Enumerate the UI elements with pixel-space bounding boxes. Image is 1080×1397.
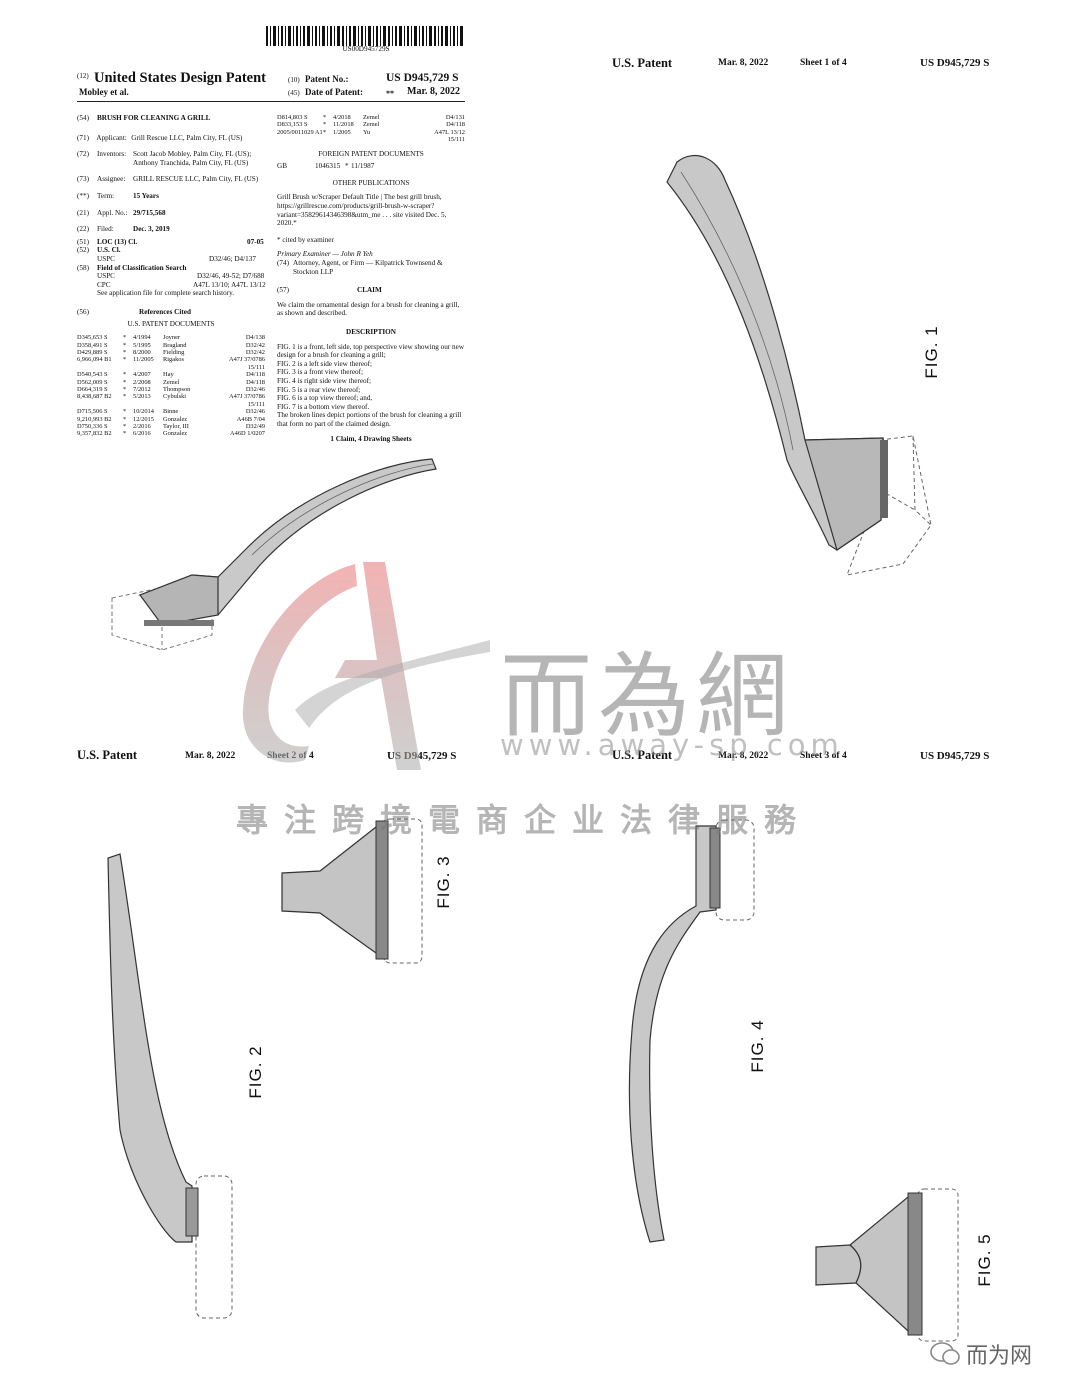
description-line: FIG. 5 is a rear view thereof;: [277, 385, 361, 394]
attorney: (74) Attorney, Agent, or Firm — Kilpatri…: [277, 258, 443, 276]
claim-heading-row: (57) CLAIM: [277, 286, 382, 295]
cited-by-examiner-note: * cited by examiner: [277, 235, 334, 244]
reference-row: 15/111: [447, 136, 465, 144]
date-stars: **: [386, 89, 394, 98]
watermark-name: 而為網: [500, 643, 795, 750]
fig5-label: FIG. 5: [975, 1233, 994, 1287]
front-page-brush-drawing: [111, 458, 437, 651]
barcode-image: [266, 26, 463, 46]
watermark-url: www.away-sp.com: [500, 728, 844, 762]
date-marker: (45): [288, 89, 300, 97]
description-line: FIG. 7 is a bottom view thereof.: [277, 402, 370, 411]
field-search-cpc: CPC A47L 13/10; A47L 13/12: [97, 280, 266, 289]
watermark-slogan: 專注跨境電商企业法律服務: [236, 801, 813, 839]
fig4-brush-drawing: [628, 819, 755, 1243]
sheet1-sheet-number: Sheet 1 of 4: [800, 58, 847, 68]
description-text: FIG. 1 is a front, left side, top perspe…: [277, 343, 465, 429]
kind-code: (12): [77, 72, 89, 80]
fig3-brush-drawing: [281, 818, 423, 964]
sheet3-patent-number: US D945,729 S: [920, 750, 990, 762]
field-filed: (22) Filed: Dec. 3, 2019: [77, 225, 170, 234]
field-us-cl-uspc: USPC D32/46; D4/137: [97, 254, 256, 263]
watermark-badge-text: 而为网: [966, 1344, 1033, 1369]
description-line: FIG. 2 is a left side view thereof;: [277, 359, 373, 368]
fig1-label: FIG. 1: [922, 325, 941, 379]
watermark-badge: 而为网: [930, 1338, 1032, 1370]
references-cited-heading: (56) References Cited: [77, 307, 191, 316]
date-of-patent: Mar. 8, 2022: [407, 86, 460, 97]
description-line: FIG. 1 is a front, left side, top perspe…: [277, 342, 465, 360]
sheet3-header-left: U.S. Patent: [612, 748, 673, 762]
patent-no-marker: (10): [288, 76, 300, 84]
primary-examiner: Primary Examiner — John R Yeh: [277, 250, 373, 259]
description-line: FIG. 6 is a top view thereof; and,: [277, 394, 373, 403]
other-publications-heading: OTHER PUBLICATIONS: [332, 178, 410, 187]
patent-number: US D945,729 S: [386, 72, 459, 84]
fig1-brush-drawing: [666, 154, 932, 576]
fig4-label: FIG. 4: [748, 1019, 767, 1073]
patent-title: United States Design Patent: [94, 70, 266, 86]
sheet2-header-left: U.S. Patent: [77, 748, 138, 762]
bibliographic-fields: (54) BRUSH FOR CLEANING A GRILL (71) App…: [77, 114, 267, 438]
reference-row: 15/111: [247, 400, 265, 408]
sheet3-date: Mar. 8, 2022: [718, 751, 769, 761]
field-title: (54) BRUSH FOR CLEANING A GRILL: [77, 114, 211, 122]
fig2-label: FIG. 2: [246, 1045, 265, 1099]
field-loc: (51) LOC (13) Cl. 07-05: [77, 237, 264, 246]
field-applicant: (71) Applicant: Grill Rescue LLC, Palm C…: [77, 133, 243, 142]
claims-count: 1 Claim, 4 Drawing Sheets: [330, 435, 412, 444]
description-heading: DESCRIPTION: [346, 327, 396, 336]
claim-text: We claim the ornamental design for a bru…: [277, 300, 460, 318]
barcode-number: US00D945729S: [342, 45, 390, 53]
field-inventors: (72) Inventors: Scott Jacob Mobley, Palm…: [77, 150, 252, 167]
description-line: FIG. 4 is right side view thereof;: [277, 376, 372, 385]
field-us-cl: (52) U.S. Cl.: [77, 246, 121, 255]
reference-row: 15/111: [247, 363, 265, 371]
foreign-doc-row: GB 1046315 * 11/1987: [277, 162, 375, 171]
fig5-brush-drawing: [815, 1188, 959, 1342]
field-term: (**) Term: 15 Years: [77, 191, 159, 200]
us-patent-docs-heading: U.S. PATENT DOCUMENTS: [127, 319, 215, 328]
field-assignee: (73) Assignee: GRILL RESCUE LLC, Palm Ci…: [77, 175, 259, 184]
watermark-logo: [242, 562, 490, 770]
foreign-docs-heading: FOREIGN PATENT DOCUMENTS: [318, 149, 424, 158]
sheet2-date: Mar. 8, 2022: [185, 751, 236, 761]
sheet3-sheet-number: Sheet 3 of 4: [800, 751, 847, 761]
sheet1-header-left: U.S. Patent: [612, 56, 673, 70]
description-line: The broken lines depict portions of the …: [277, 411, 462, 428]
field-search: (58) Field of Classification Search: [77, 263, 187, 272]
field-appl-no: (21) Appl. No.: 29/715,568: [77, 208, 166, 217]
sheet1-patent-number: US D945,729 S: [920, 57, 990, 69]
header-rule: [77, 101, 465, 102]
other-publications-text: Grill Brush w/Scraper Default Title | Th…: [277, 193, 447, 228]
chat-bubble-icon: [930, 1342, 960, 1365]
field-search-note: See application file for complete search…: [97, 289, 235, 298]
inventor-short: Mobley et al.: [79, 87, 129, 97]
date-label: Date of Patent:: [305, 87, 363, 97]
fig3-label: FIG. 3: [434, 855, 453, 909]
patent-no-label: Patent No.:: [305, 74, 349, 84]
field-search-uspc: USPC D32/46, 49-52; D7/688: [97, 272, 265, 281]
fig2-brush-drawing: [107, 853, 233, 1319]
sheet1-date: Mar. 8, 2022: [718, 58, 769, 68]
description-line: FIG. 3 is a front view thereof;: [277, 368, 364, 377]
